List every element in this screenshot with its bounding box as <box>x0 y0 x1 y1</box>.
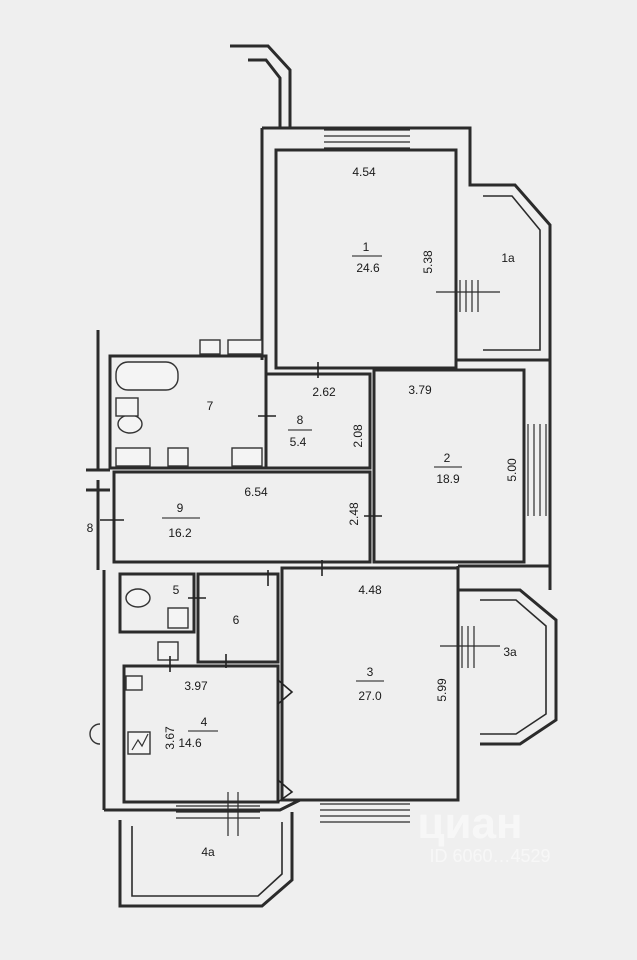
watermark: циан ID 6060…4529 <box>417 799 550 866</box>
room-3a-number: 3а <box>503 645 517 659</box>
windows <box>176 129 547 836</box>
sink-room5 <box>167 607 189 629</box>
room-1-label: 1 24.6 <box>352 240 382 275</box>
shaft-top <box>199 339 221 355</box>
room-9-number: 9 <box>177 501 184 515</box>
dim-room8-depth: 2.08 <box>351 424 365 448</box>
watermark-id: ID 6060…4529 <box>429 846 550 866</box>
dim-room3-depth: 5.99 <box>435 678 449 702</box>
room-5-number: 5 <box>173 583 180 597</box>
door-arc-left <box>89 723 101 745</box>
cabinet-room7 <box>115 447 151 467</box>
shaft-room5 <box>157 641 179 661</box>
room-2-label: 2 18.9 <box>434 451 462 486</box>
room-9-area: 16.2 <box>168 526 192 540</box>
dim-room9-depth: 2.48 <box>347 502 361 526</box>
room-4-area: 14.6 <box>178 736 202 750</box>
window-room1-top <box>324 129 410 149</box>
window-room3-bottom <box>320 803 410 823</box>
door-balcony-1a <box>436 280 500 312</box>
dim-room9-width: 6.54 <box>244 485 268 499</box>
room-1-area: 24.6 <box>356 261 380 275</box>
room-8-label: 8 5.4 <box>288 413 312 449</box>
walls <box>86 44 558 908</box>
shaft-room7 <box>167 447 189 467</box>
dim-room4-depth: 3.67 <box>163 726 177 750</box>
room-9-label: 9 16.2 <box>162 501 200 540</box>
window-room4-bottom <box>176 792 260 836</box>
room-1a-number: 1а <box>501 251 515 265</box>
room-labels: 1 24.6 1а 2 18.9 3 27.0 3а 4 14.6 4а 5 6… <box>87 240 517 859</box>
room-2-number: 2 <box>444 451 451 465</box>
dim-room4-width: 3.97 <box>184 679 208 693</box>
dim-room3-width: 4.48 <box>358 583 382 597</box>
door-balcony-3a <box>440 626 500 668</box>
room-3-label: 3 27.0 <box>356 665 384 703</box>
cabinet-room7-right <box>231 447 263 467</box>
room-3-number: 3 <box>367 665 374 679</box>
room-8-number: 8 <box>297 413 304 427</box>
door-marks <box>100 362 382 803</box>
dim-room8-width: 2.62 <box>312 385 336 399</box>
room-4-label: 4 14.6 <box>178 715 218 750</box>
shaft-top-2 <box>227 339 263 355</box>
room-4-number: 4 <box>201 715 208 729</box>
toilet-room5 <box>125 588 151 608</box>
dim-room1-width: 4.54 <box>352 165 376 179</box>
fixtures <box>89 339 263 755</box>
window-room2-right <box>527 424 547 516</box>
room-4a-number: 4а <box>201 845 215 859</box>
cabinet-room4 <box>125 675 143 691</box>
dimension-labels: 4.54 5.38 2.62 2.08 3.79 5.00 6.54 2.48 … <box>163 165 519 750</box>
toilet-room7 <box>117 414 143 434</box>
side-label: 8 <box>87 521 94 535</box>
dim-room1-depth: 5.38 <box>421 250 435 274</box>
dim-room2-width: 3.79 <box>408 383 432 397</box>
room-6-number: 6 <box>233 613 240 627</box>
room-3-area: 27.0 <box>358 689 382 703</box>
bathtub <box>115 361 179 391</box>
dim-room2-depth: 5.00 <box>505 458 519 482</box>
room-7-number: 7 <box>207 399 214 413</box>
room-2-area: 18.9 <box>436 472 460 486</box>
room-8-area: 5.4 <box>290 435 307 449</box>
watermark-brand: циан <box>417 799 522 848</box>
room-1-number: 1 <box>363 240 370 254</box>
sink-room7 <box>115 397 139 417</box>
